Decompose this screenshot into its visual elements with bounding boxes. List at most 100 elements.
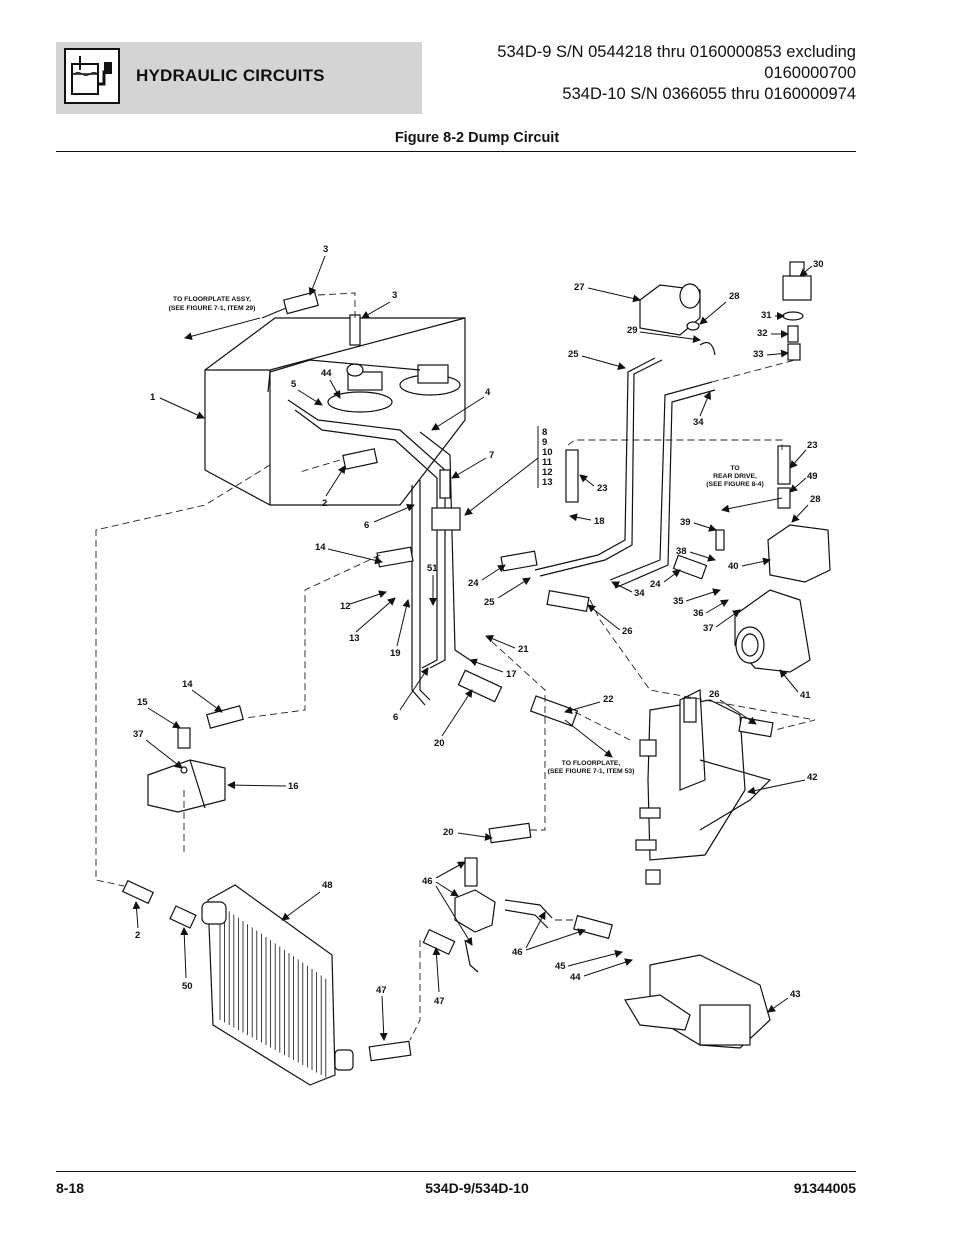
tube-assembly bbox=[267, 359, 471, 706]
stack-item: 13 bbox=[542, 477, 553, 488]
tube-item-25b bbox=[539, 359, 663, 577]
callout: 46 bbox=[512, 947, 523, 958]
callout: 7 bbox=[489, 450, 494, 461]
callout: 23 bbox=[807, 440, 818, 451]
callout: 3 bbox=[392, 290, 397, 301]
callout: 39 bbox=[680, 517, 691, 528]
callout: 38 bbox=[676, 546, 687, 557]
callout: 36 bbox=[693, 608, 704, 619]
svg-text:(SEE FIGURE 7-1, ITEM 29): (SEE FIGURE 7-1, ITEM 29) bbox=[169, 305, 256, 312]
stack-item: 10 bbox=[542, 447, 553, 458]
callout: 46 bbox=[422, 876, 433, 887]
flow-paths bbox=[95, 292, 816, 1041]
serial-line: 534D-9 S/N 0544218 thru 0160000853 exclu… bbox=[497, 43, 856, 61]
callout: 14 bbox=[315, 542, 326, 553]
serial-line: 0160000700 bbox=[764, 64, 856, 82]
callout: 12 bbox=[340, 601, 351, 612]
section-title: HYDRAULIC CIRCUITS bbox=[136, 66, 325, 85]
svg-text:(SEE FIGURE 8-4): (SEE FIGURE 8-4) bbox=[706, 481, 763, 488]
hose-item-14b bbox=[206, 705, 244, 729]
item-stack: 8 9 10 11 12 13 bbox=[464, 426, 553, 516]
callout: 29 bbox=[627, 325, 638, 336]
callout: 49 bbox=[807, 471, 818, 482]
callout: 25 bbox=[484, 597, 495, 608]
callout: 50 bbox=[182, 981, 193, 992]
callout: 51 bbox=[427, 563, 438, 574]
hose-item-20 bbox=[457, 669, 503, 703]
tube-item-25 bbox=[534, 357, 656, 571]
callout: 37 bbox=[703, 623, 714, 634]
callout: 47 bbox=[376, 985, 387, 996]
callout: 32 bbox=[757, 328, 768, 339]
solenoid-valve-27 bbox=[639, 283, 716, 356]
hose-item-23 bbox=[565, 449, 579, 503]
callout: 40 bbox=[728, 561, 739, 572]
callout: 25 bbox=[568, 349, 579, 360]
callout: 44 bbox=[321, 368, 332, 379]
callout: 37 bbox=[133, 729, 144, 740]
callout: 42 bbox=[807, 772, 818, 783]
svg-text:REAR DRIVE,: REAR DRIVE, bbox=[713, 473, 757, 480]
callout: 43 bbox=[790, 989, 801, 1000]
hose-item-3 bbox=[282, 291, 319, 315]
callout: 31 bbox=[761, 310, 772, 321]
callout: 34 bbox=[634, 588, 645, 599]
callout: 3 bbox=[323, 244, 328, 255]
callout: 1 bbox=[150, 392, 156, 403]
svg-text:TO FLOORPLATE,: TO FLOORPLATE, bbox=[562, 760, 621, 767]
relief-valve-40 bbox=[715, 445, 831, 583]
callout: 41 bbox=[800, 690, 811, 701]
tube-item-34b bbox=[614, 389, 716, 589]
callouts: 3 3 1 44 5 4 2 7 6 14 12 13 19 51 24 25 … bbox=[132, 244, 824, 1041]
callout: 33 bbox=[753, 349, 764, 360]
callout: 45 bbox=[555, 961, 566, 972]
reservoir-16 bbox=[147, 727, 226, 813]
page-number: 8-18 bbox=[56, 1180, 85, 1196]
callout: 23 bbox=[597, 483, 608, 494]
hose-item-14 bbox=[376, 546, 414, 568]
callout: 28 bbox=[810, 494, 821, 505]
callout: 24 bbox=[650, 579, 661, 590]
callout: 20 bbox=[443, 827, 454, 838]
header-rule bbox=[56, 151, 856, 152]
callout: 24 bbox=[468, 578, 479, 589]
control-valve-42 bbox=[635, 689, 774, 885]
section-header: HYDRAULIC CIRCUITS bbox=[56, 42, 422, 114]
callout: 44 bbox=[570, 972, 581, 983]
stack-item: 11 bbox=[542, 457, 553, 468]
callout: 17 bbox=[506, 669, 517, 680]
hydraulic-reservoir-icon bbox=[64, 48, 120, 104]
valve-bank-43 bbox=[624, 954, 771, 1049]
callout: 48 bbox=[322, 880, 333, 891]
callout: 13 bbox=[349, 633, 360, 644]
stack-item: 8 bbox=[542, 427, 547, 438]
valve-30 bbox=[782, 261, 812, 361]
footer-rule bbox=[56, 1171, 856, 1172]
callout: 30 bbox=[813, 259, 824, 270]
stack-item: 12 bbox=[542, 467, 553, 478]
note-rear-drive: TO REAR DRIVE, (SEE FIGURE 8-4) bbox=[706, 465, 783, 513]
oil-cooler-48 bbox=[121, 879, 456, 1086]
svg-text:TO FLOORPLATE ASSY,: TO FLOORPLATE ASSY, bbox=[173, 296, 251, 303]
model-number: 534D-9/534D-10 bbox=[425, 1180, 529, 1196]
callout: 22 bbox=[603, 694, 614, 705]
note-floorplate-assy: TO FLOORPLATE ASSY, (SEE FIGURE 7-1, ITE… bbox=[169, 296, 287, 341]
callout: 34 bbox=[693, 417, 704, 428]
callout: 19 bbox=[390, 648, 401, 659]
callout: 6 bbox=[364, 520, 369, 531]
callout: 35 bbox=[673, 596, 684, 607]
hose-item-22 bbox=[529, 695, 579, 727]
serial-range: 534D-9 S/N 0544218 thru 0160000853 exclu… bbox=[497, 42, 856, 105]
callout: 5 bbox=[291, 379, 297, 390]
hydraulic-tank bbox=[204, 314, 466, 506]
callout: 16 bbox=[288, 781, 299, 792]
hose-item-26 bbox=[546, 589, 590, 613]
tube-item-34 bbox=[609, 381, 713, 581]
pump-41 bbox=[672, 554, 811, 673]
callout: 6 bbox=[393, 712, 398, 723]
callout: 15 bbox=[137, 697, 148, 708]
note-floorplate: TO FLOORPLATE, (SEE FIGURE 7-1, ITEM 53) bbox=[548, 719, 634, 775]
stack-item: 9 bbox=[542, 437, 547, 448]
hose-item-2 bbox=[342, 448, 378, 470]
